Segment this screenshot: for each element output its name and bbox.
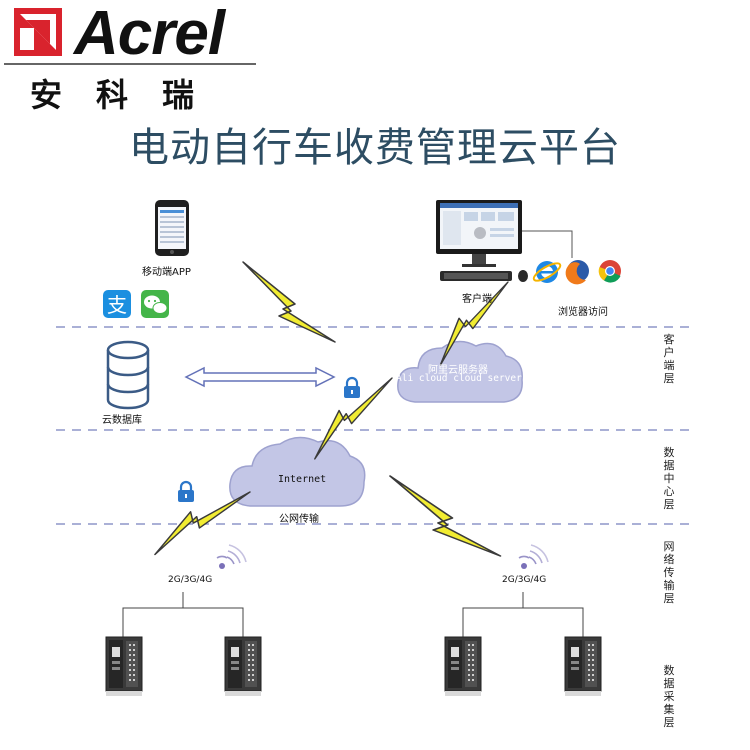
client-label: 客户端 [462, 294, 492, 305]
wechat-icon [141, 290, 169, 318]
cloud-db-label: 云数据库 [102, 415, 142, 426]
layer-label-network: 网络传输层 [663, 540, 675, 605]
layer-label-data-collection: 数据采集层 [663, 664, 675, 729]
brand-name: Acrel [74, 0, 225, 68]
charging-station-device-icon [224, 636, 262, 697]
internet-cloud-icon [229, 436, 366, 507]
mobile-app-label: 移动端APP [142, 267, 191, 278]
lock-icon [342, 376, 362, 400]
internet-label: Internet [278, 474, 327, 485]
acrel-logo-icon [14, 8, 62, 56]
charging-station-device-icon [564, 636, 602, 697]
cloud-server-en-label: Ali cloud cloud server [396, 373, 522, 384]
lock-icon [176, 480, 196, 504]
layer-label-data-center: 数据中心层 [663, 446, 675, 511]
network-label-left: 2G/3G/4G [168, 575, 213, 585]
wireless-signal-icon [216, 544, 247, 570]
network-label-right: 2G/3G/4G [502, 575, 547, 585]
page-title: 电动自行车收费管理云平台 [129, 125, 621, 171]
cloud-server-cn-label: 阿里云服务器 [428, 365, 488, 376]
internet-explorer-icon [532, 261, 562, 283]
computer-monitor-icon [436, 200, 528, 282]
database-icon [106, 340, 150, 410]
browser-access-label: 浏览器访问 [558, 307, 608, 318]
wireless-signal-icon [518, 544, 549, 570]
browser-connector-line [522, 230, 573, 258]
chrome-icon [598, 260, 621, 283]
public-network-label: 公网传输 [279, 514, 319, 525]
charging-station-device-icon [444, 636, 482, 697]
double-arrow [184, 366, 336, 388]
layer-label-client: 客户端层 [663, 333, 675, 385]
cloud-server-icon [397, 340, 523, 403]
charging-station-device-icon [105, 636, 143, 697]
alipay-icon: 支 [103, 290, 131, 318]
smartphone-icon [155, 200, 189, 256]
svg-text:支: 支 [107, 293, 127, 317]
device-connector-lines [122, 592, 584, 640]
firefox-icon [565, 260, 589, 285]
layer-dividers [56, 326, 690, 525]
brand-name-cn: 安科瑞 [30, 76, 229, 114]
lightning-icon [389, 475, 502, 557]
lightning-icon [242, 261, 336, 343]
